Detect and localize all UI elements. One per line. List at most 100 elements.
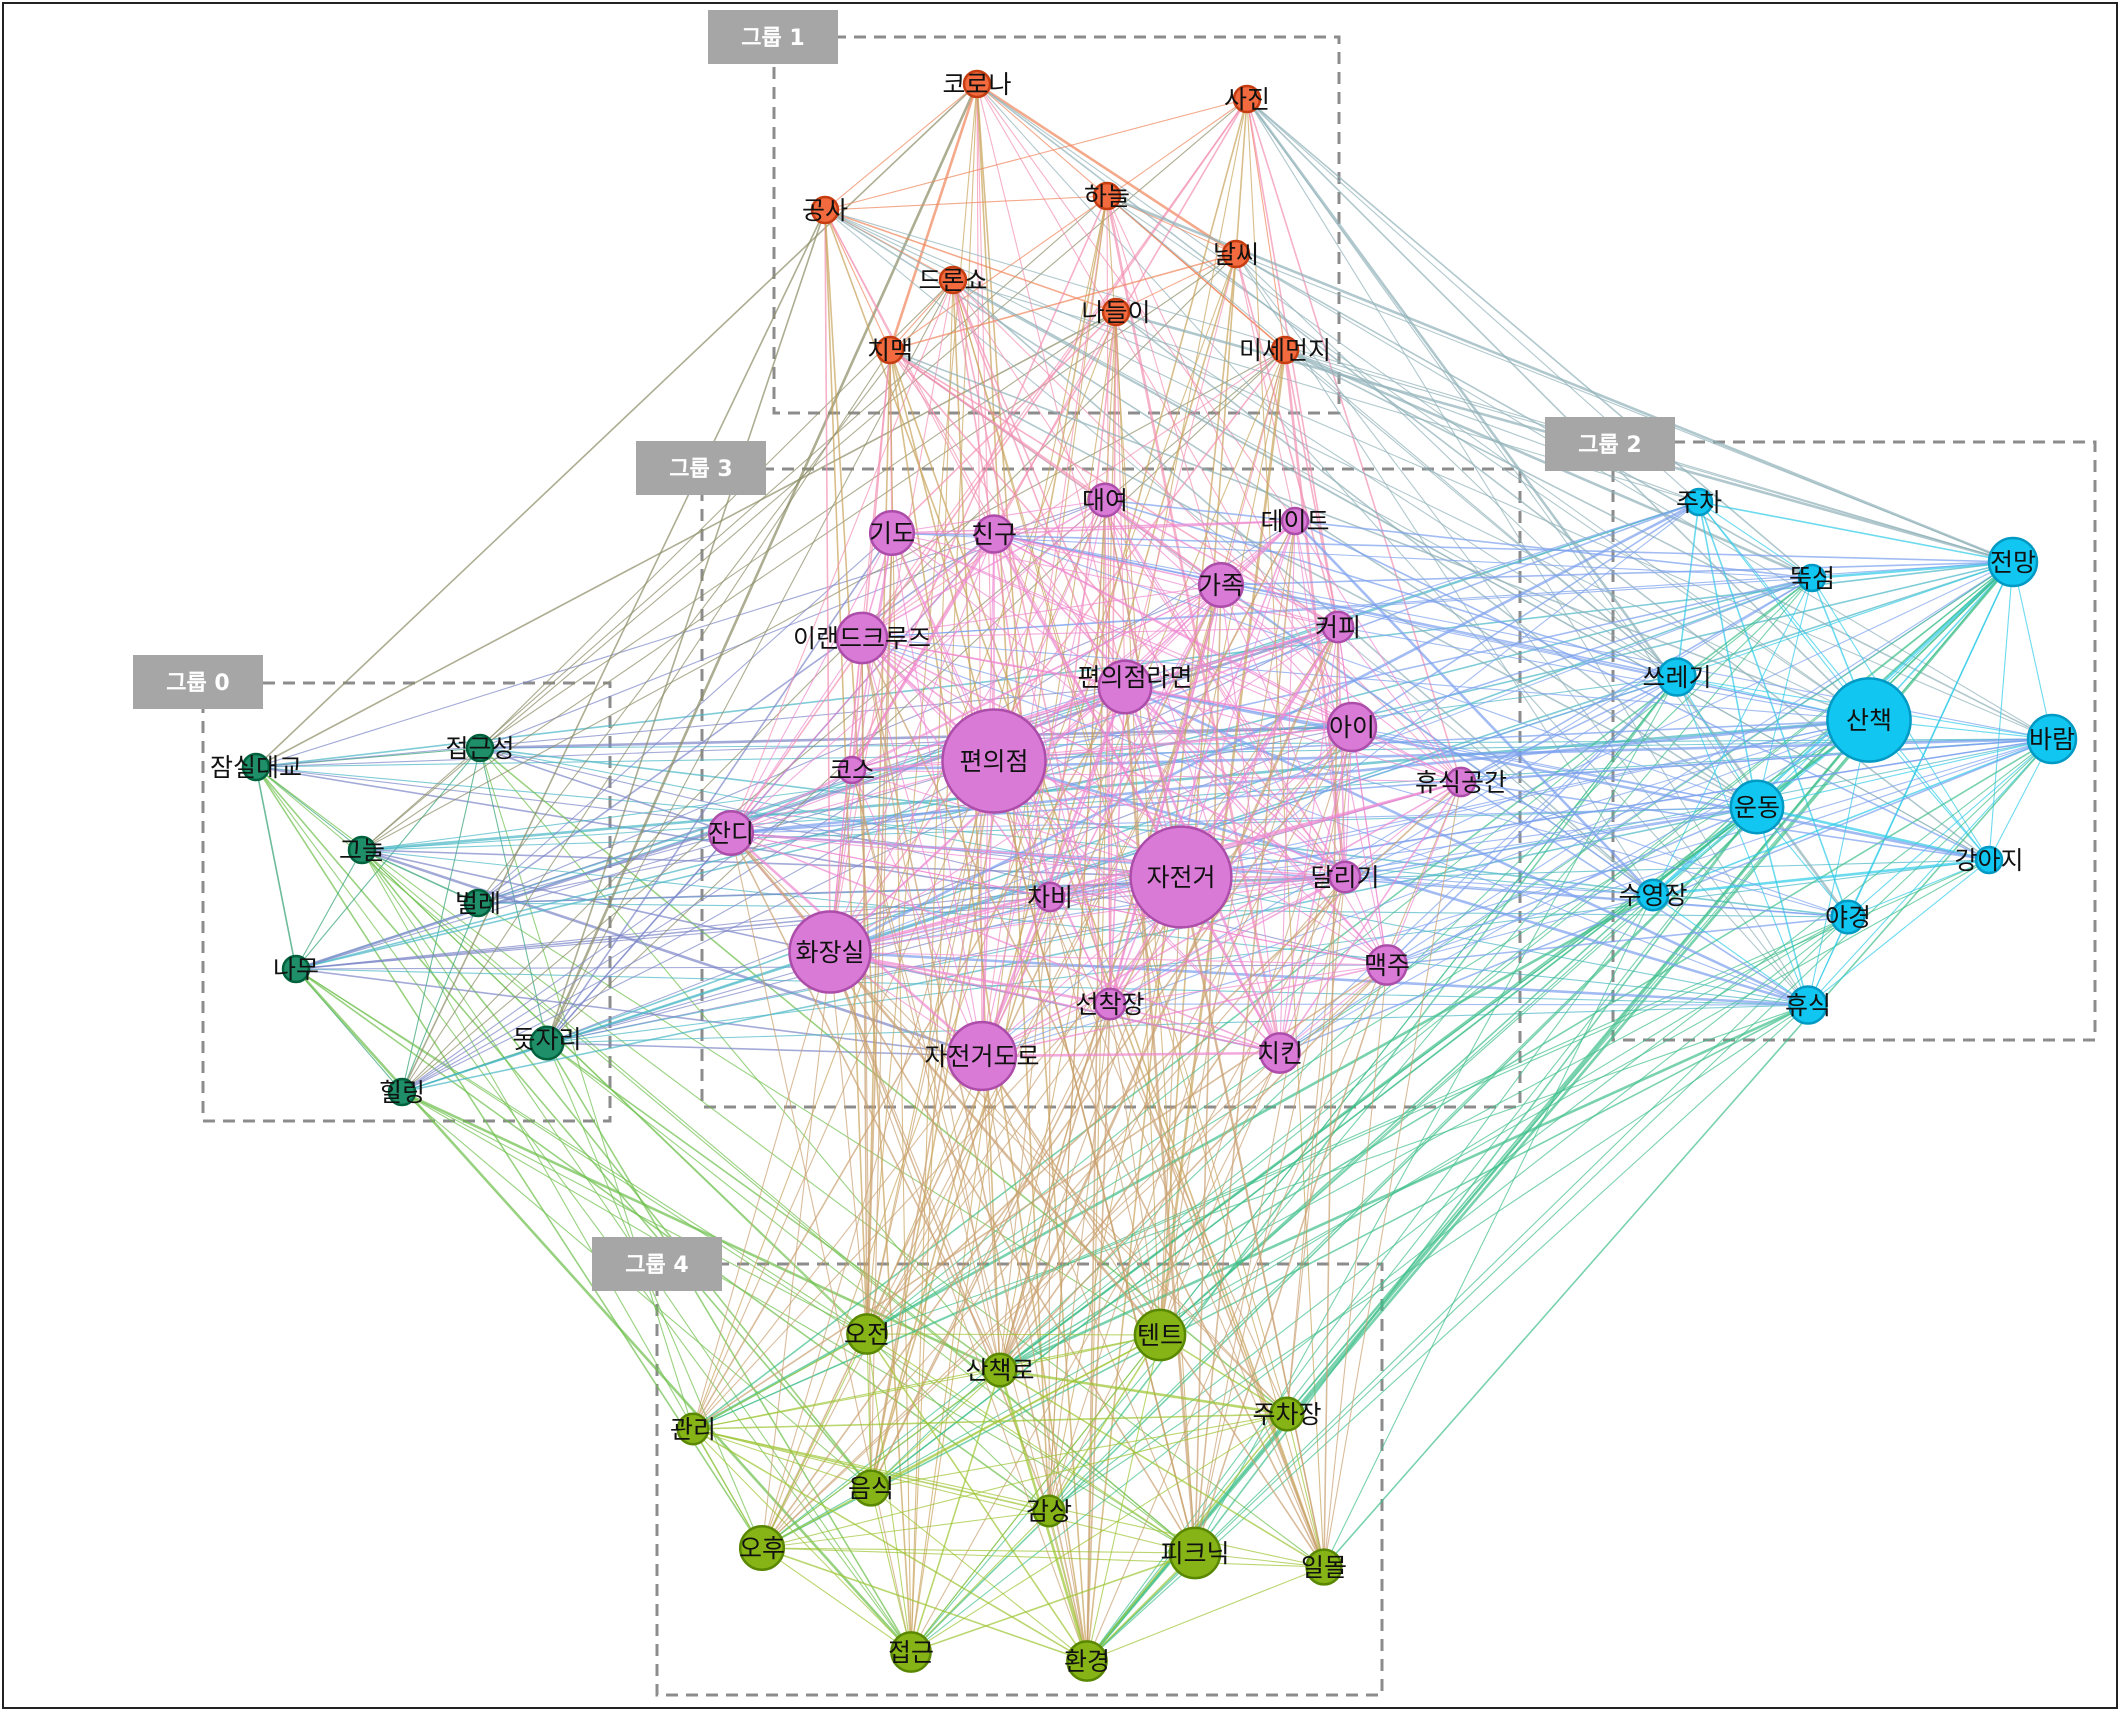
- node-label: 강아지: [1954, 846, 2023, 875]
- node-자전거[interactable]: [1129, 825, 1233, 929]
- edge: [999, 1003, 1809, 1372]
- edge: [1109, 876, 1346, 1005]
- node-달리기[interactable]: [1328, 860, 1362, 894]
- node-감상[interactable]: [1032, 1494, 1066, 1528]
- edge: [824, 209, 1325, 1568]
- node-치킨[interactable]: [1259, 1032, 1301, 1074]
- node-자전거도로[interactable]: [946, 1020, 1018, 1092]
- node-코로나[interactable]: [962, 69, 992, 99]
- node-오후[interactable]: [738, 1524, 786, 1572]
- node-나들이[interactable]: [1101, 297, 1131, 327]
- edge: [861, 499, 1106, 639]
- node-미세먼지[interactable]: [1270, 335, 1300, 365]
- group-tag-2: [1545, 417, 1675, 471]
- node-기도[interactable]: [868, 509, 916, 557]
- node-잔디[interactable]: [707, 809, 755, 857]
- node-힐링[interactable]: [387, 1077, 417, 1107]
- edge: [1246, 98, 1870, 721]
- node-주차[interactable]: [1684, 487, 1714, 517]
- node-산책[interactable]: [1826, 677, 1912, 763]
- node-label: 산책로: [965, 1356, 1034, 1385]
- node-대여[interactable]: [1087, 482, 1123, 518]
- node-환경[interactable]: [1066, 1640, 1108, 1682]
- node-맥주[interactable]: [1366, 944, 1408, 986]
- node-가족[interactable]: [1197, 561, 1245, 609]
- node-코스[interactable]: [837, 755, 867, 785]
- node-전망[interactable]: [1987, 536, 2039, 588]
- edge: [851, 726, 1353, 771]
- node-운동[interactable]: [1729, 779, 1785, 835]
- node-텐트[interactable]: [1133, 1308, 1187, 1362]
- node-휴식공간[interactable]: [1445, 766, 1477, 798]
- node-접근성[interactable]: [465, 733, 495, 763]
- node-수영장[interactable]: [1636, 878, 1670, 912]
- node-이랜드크루즈[interactable]: [835, 611, 889, 665]
- edge: [730, 832, 1346, 878]
- node-그늘[interactable]: [347, 835, 377, 865]
- edge: [1807, 738, 2053, 1006]
- edge: [1246, 98, 1286, 351]
- node-접근[interactable]: [890, 1631, 932, 1673]
- edge: [981, 1055, 1196, 1554]
- node-label: 편의점라면: [1077, 663, 1192, 692]
- node-데이트[interactable]: [1280, 506, 1310, 536]
- edge: [1286, 726, 1353, 1415]
- node-일몰[interactable]: [1305, 1548, 1343, 1586]
- node-산책로[interactable]: [982, 1352, 1018, 1388]
- node-돗자리[interactable]: [529, 1025, 565, 1061]
- node-잠실대교[interactable]: [241, 752, 271, 782]
- node-편의점라면[interactable]: [1097, 659, 1153, 715]
- edge: [255, 83, 978, 768]
- node-드론쇼[interactable]: [938, 265, 968, 295]
- edge: [361, 849, 479, 904]
- node-나무[interactable]: [281, 954, 311, 984]
- edge: [888, 83, 979, 351]
- node-아이[interactable]: [1326, 701, 1378, 753]
- node-음식[interactable]: [852, 1469, 890, 1507]
- node-관리[interactable]: [676, 1412, 710, 1446]
- edge: [692, 1333, 868, 1430]
- edge: [1756, 738, 2053, 808]
- node-주차장[interactable]: [1269, 1396, 1305, 1432]
- edge: [889, 349, 1126, 688]
- node-쓰레기[interactable]: [1657, 657, 1697, 697]
- node-피크닉[interactable]: [1168, 1526, 1222, 1580]
- edge: [866, 1333, 912, 1653]
- node-공사[interactable]: [810, 195, 840, 225]
- node-친구[interactable]: [974, 514, 1014, 554]
- node-커피[interactable]: [1321, 610, 1355, 644]
- node-label: 맥주: [1364, 951, 1410, 980]
- node-뚝섬[interactable]: [1797, 563, 1827, 593]
- edge: [730, 686, 1126, 834]
- edge: [952, 279, 1001, 1371]
- edge: [1807, 719, 1870, 1006]
- edge: [1124, 685, 1990, 862]
- node-치맥[interactable]: [875, 335, 905, 365]
- edge: [1698, 501, 1990, 861]
- node-차비[interactable]: [1034, 881, 1066, 913]
- node-선착장[interactable]: [1093, 987, 1127, 1021]
- node-휴식[interactable]: [1788, 985, 1828, 1025]
- edge: [1124, 685, 1809, 1007]
- node-사진[interactable]: [1232, 84, 1262, 114]
- node-화장실[interactable]: [788, 910, 872, 994]
- node-하늘[interactable]: [1092, 181, 1122, 211]
- edge: [891, 532, 1339, 628]
- edge: [1106, 195, 1111, 1005]
- edge: [1279, 626, 1339, 1054]
- edge: [999, 896, 1051, 1371]
- node-바람[interactable]: [2026, 713, 2078, 765]
- node-날씨[interactable]: [1221, 239, 1251, 269]
- node-강아지[interactable]: [1974, 845, 2004, 875]
- node-label: 기도: [869, 519, 915, 548]
- edge: [829, 533, 995, 953]
- edge: [1220, 584, 1654, 896]
- node-벌레[interactable]: [463, 888, 493, 918]
- edge: [1652, 894, 1809, 1006]
- edge: [546, 209, 826, 1044]
- node-야경[interactable]: [1830, 899, 1866, 935]
- edge: [1086, 1334, 1161, 1662]
- node-오전[interactable]: [846, 1313, 888, 1355]
- node-편의점[interactable]: [941, 708, 1047, 814]
- node-label: 하늘: [1084, 182, 1130, 211]
